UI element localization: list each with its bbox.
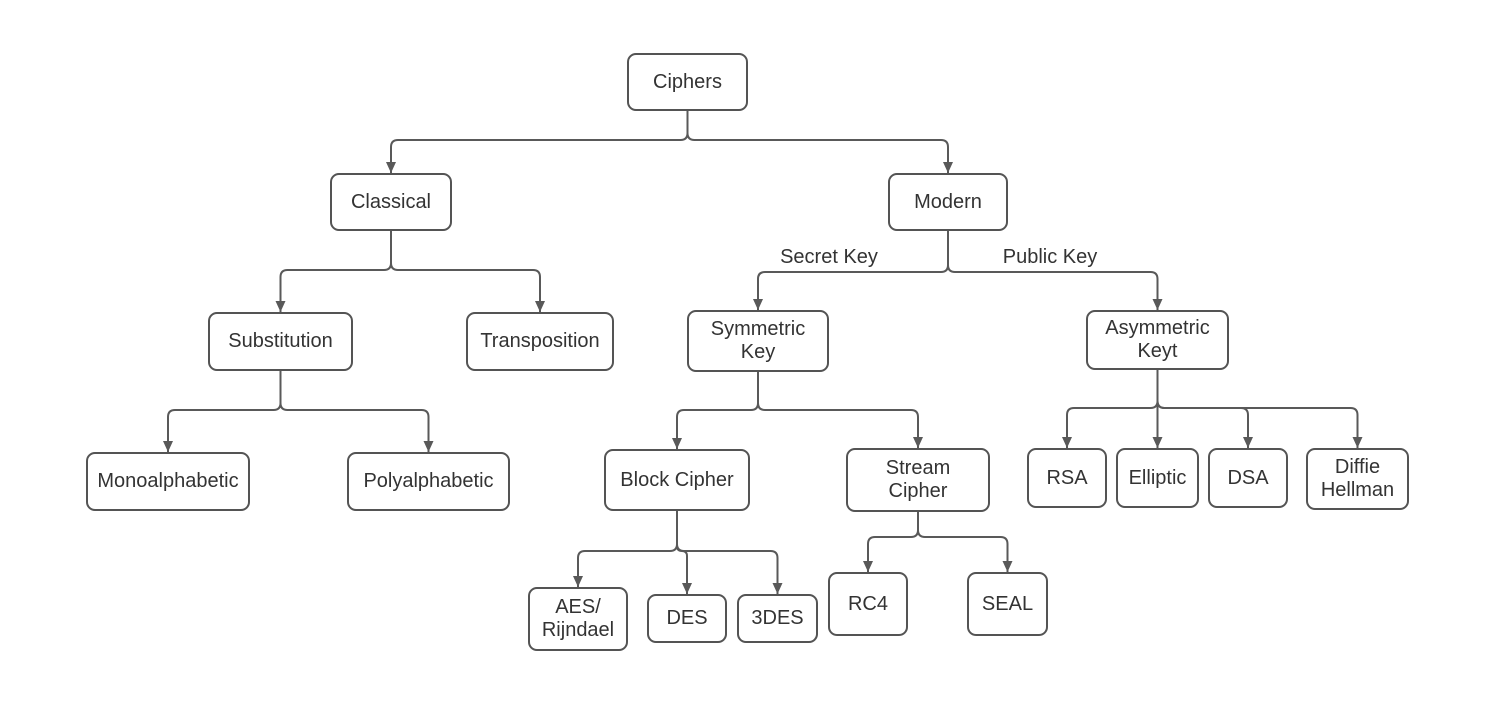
node-asymmetric-key: Asymmetric Keyt <box>1086 310 1229 370</box>
edge-modern-to-asymmetric-key <box>947 231 1163 310</box>
node-classical: Classical <box>330 173 452 231</box>
edge-classical-to-substitution <box>275 231 392 312</box>
node-transposition: Transposition <box>466 312 614 371</box>
edge-substitution-to-polyalphabetic <box>279 371 434 452</box>
node-label-dsa: DSA <box>1227 466 1269 489</box>
node-label-block-cipher: Block Cipher <box>620 468 734 491</box>
node-label-monoalphabetic: Monoalphabetic <box>97 470 239 492</box>
node-label-symmetric-key: Symmetric Key <box>710 318 806 363</box>
node-label-des: DES <box>666 607 708 629</box>
edge-classical-to-transposition <box>390 231 545 312</box>
node-rc4: RC4 <box>828 572 908 636</box>
node-symmetric-key: Symmetric Key <box>687 310 829 372</box>
node-substitution: Substitution <box>208 312 353 371</box>
node-label-transposition: Transposition <box>480 330 600 352</box>
node-label-elliptic: Elliptic <box>1128 466 1187 489</box>
node-label-modern: Modern <box>914 190 982 213</box>
edge-substitution-to-monoalphabetic <box>163 371 282 452</box>
edge-modern-to-symmetric-key <box>753 231 949 310</box>
node-diffie-hellman: Diffie Hellman <box>1306 448 1409 510</box>
edge-symmetric-key-to-block-cipher <box>672 372 759 449</box>
node-elliptic: Elliptic <box>1116 448 1199 508</box>
edge-asymmetric-key-to-diffie-hellman <box>1156 370 1363 448</box>
node-label-classical: Classical <box>350 190 432 213</box>
edge-stream-cipher-to-seal <box>917 512 1013 572</box>
node-stream-cipher: Stream Cipher <box>846 448 990 512</box>
node-label-substitution: Substitution <box>228 330 333 352</box>
node-modern: Modern <box>888 173 1008 231</box>
edge-label-public-key: Public Key <box>999 246 1101 269</box>
node-label-asymmetric-key: Asymmetric Keyt <box>1105 317 1210 362</box>
node-label-seal: SEAL <box>981 592 1034 615</box>
node-label-stream-cipher: Stream Cipher <box>885 457 951 502</box>
node-ciphers: Ciphers <box>627 53 748 111</box>
edge-label-secret-key: Secret Key <box>777 246 881 269</box>
edge-block-cipher-to-des <box>676 511 692 594</box>
node-label-ciphers: Ciphers <box>653 70 722 93</box>
node-label-diffie-hellman: Diffie Hellman <box>1320 456 1395 501</box>
node-monoalphabetic: Monoalphabetic <box>86 452 250 511</box>
node-rsa: RSA <box>1027 448 1107 508</box>
node-label-3des: 3DES <box>751 607 804 629</box>
node-seal: SEAL <box>967 572 1048 636</box>
edge-symmetric-key-to-stream-cipher <box>757 372 923 448</box>
node-aes-rijndael: AES/ Rijndael <box>528 587 628 651</box>
edge-block-cipher-to-aes-rijndael <box>573 511 678 587</box>
node-des: DES <box>647 594 727 643</box>
edge-block-cipher-to-3des <box>676 511 783 594</box>
node-3des: 3DES <box>737 594 818 643</box>
node-label-rsa: RSA <box>1046 466 1088 489</box>
edge-ciphers-to-classical <box>386 111 689 173</box>
node-block-cipher: Block Cipher <box>604 449 750 511</box>
node-label-rc4: RC4 <box>847 592 888 615</box>
edge-ciphers-to-modern <box>686 111 953 173</box>
node-label-polyalphabetic: Polyalphabetic <box>363 470 494 492</box>
edge-stream-cipher-to-rc4 <box>863 512 919 572</box>
edge-asymmetric-key-to-rsa <box>1062 370 1159 448</box>
node-polyalphabetic: Polyalphabetic <box>347 452 510 511</box>
node-dsa: DSA <box>1208 448 1288 508</box>
node-label-aes-rijndael: AES/ Rijndael <box>541 596 615 641</box>
